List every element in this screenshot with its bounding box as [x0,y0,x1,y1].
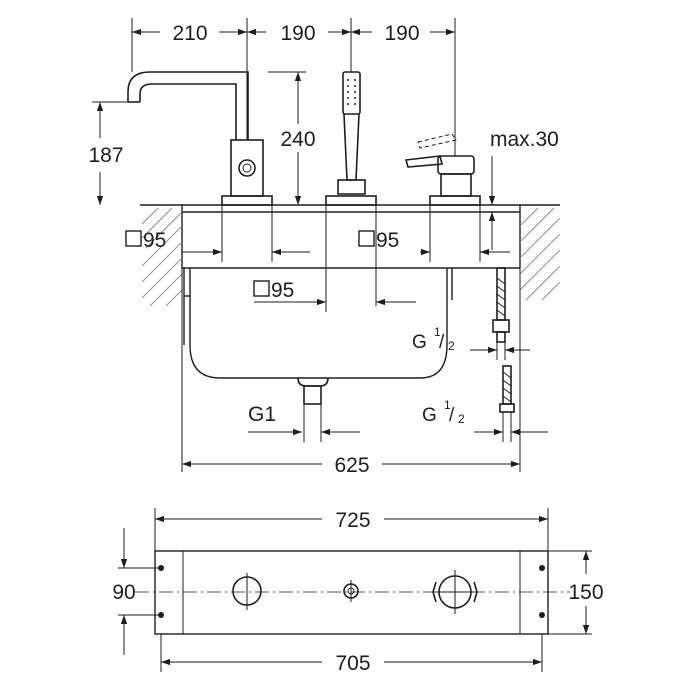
dim-plate-holes: 90 [112,581,135,604]
dim-max-thickness: max.30 [490,128,559,151]
thread-label-upper: G 1 / 2 [412,325,530,360]
hole-label-left-text: 95 [143,229,166,252]
overall-width-dimension: 625 [181,268,521,477]
dim-plate-width: 725 [335,509,370,532]
plate-inner-dimension: 705 [160,634,543,675]
thread-upper-prefix: G [412,332,427,353]
thread-lower-slash: / [449,405,455,426]
hole-label-middle: 95 [358,205,510,306]
mounting-plate [154,550,549,635]
dim-overall-width: 625 [334,454,369,477]
thread-upper-den: 2 [448,339,455,353]
thread-label-drain: G1 [248,403,360,442]
plate-height-dimension: 150 [548,550,604,635]
mixer-lever [404,133,481,206]
thread-drain-text: G1 [248,403,276,426]
basin-body [183,268,453,405]
dim-spout-height: 187 [88,144,123,167]
dim-top-3: 190 [384,22,419,45]
spout-height-dimension: 187 [88,101,128,205]
plan-view: 725 705 90 150 [112,508,604,675]
hand-shower [325,71,377,206]
dim-top-1: 210 [172,22,207,45]
thread-upper-num: 1 [434,325,441,339]
max-thickness-dimension: max.30 [486,128,559,250]
thread-label-lower: G 1 / 2 [422,398,548,442]
thread-lower-prefix: G [422,405,437,426]
countertop [140,204,561,307]
supply-hoses [492,267,515,413]
plate-width-dimension: 725 [154,508,549,551]
top-dimension-chain: 210 190 190 [131,18,456,156]
spout [127,71,273,206]
dim-plate-inner: 705 [335,652,370,675]
plate-holes-dimension: 90 [112,528,161,655]
hole-label-basin-text: 95 [271,279,294,302]
hole-label-middle-text: 95 [376,229,399,252]
hole-label-left: 95 [125,205,310,262]
dim-plate-height: 150 [568,581,603,604]
shower-height-dimension: 240 [268,71,316,205]
hole-label-basin: 95 [253,205,416,312]
thread-upper-slash: / [439,332,445,353]
elevation-view: 210 190 190 187 240 max.30 95 [88,18,561,477]
thread-lower-num: 1 [444,398,451,412]
dim-top-2: 190 [280,22,315,45]
thread-lower-den: 2 [458,412,465,426]
plate-outlet-holes [232,570,478,614]
dim-shower-height: 240 [280,128,315,151]
